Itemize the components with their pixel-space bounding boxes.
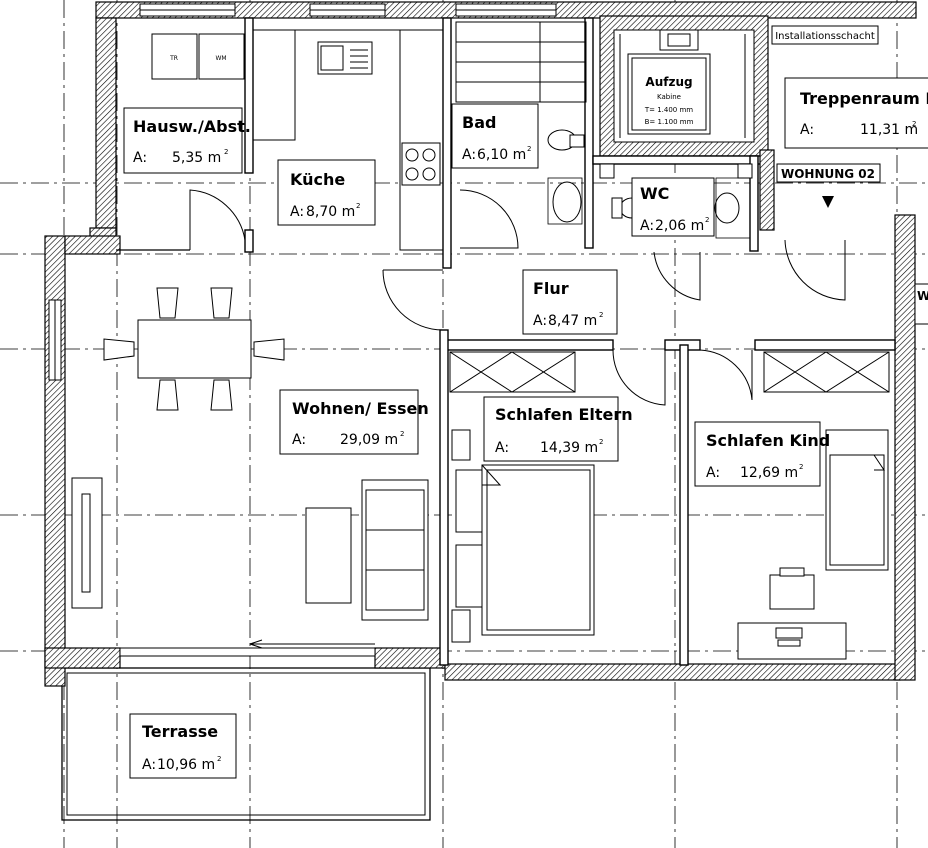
hausw-name: Hausw./Abst. <box>133 117 251 136</box>
room-terrasse: Terrasse A: 10,96 m 2 <box>129 713 237 779</box>
dining-set <box>103 287 285 411</box>
room-wohnen: Wohnen/ Essen A: 29,09 m 2 <box>279 389 429 455</box>
wohnen-area: 29,09 m <box>340 432 398 448</box>
wohnen-prefix: A: <box>292 432 306 448</box>
bad-name: Bad <box>462 113 496 132</box>
interior-walls <box>116 17 896 666</box>
flur-prefix: A: <box>533 313 547 329</box>
treppen-sup: 2 <box>912 120 916 128</box>
wardrobe-eltern <box>449 351 576 393</box>
sofa-set <box>305 479 429 621</box>
treppen-prefix: A: <box>800 122 814 138</box>
bed-kind <box>825 429 889 571</box>
terrasse-prefix: A: <box>142 757 156 773</box>
treppen-name: Treppenraum EG <box>800 89 928 108</box>
flur-sup: 2 <box>599 311 603 319</box>
kabine-label: Kabine <box>657 93 681 101</box>
room-kueche: Küche A: 8,70 m 2 <box>277 159 376 226</box>
stair-room: Treppenraum EG A: 11,31 m 2 W <box>784 77 928 325</box>
installation-shaft: Installationsschacht <box>771 25 879 45</box>
kueche-area: 8,70 m <box>306 204 355 220</box>
eltern-area: 14,39 m <box>540 440 598 456</box>
hausw-prefix: A: <box>133 150 147 166</box>
kind-sup: 2 <box>799 463 803 471</box>
aufzug-label: Aufzug <box>645 75 692 89</box>
hausw-area: 5,35 m <box>172 150 221 166</box>
terrasse-name: Terrasse <box>142 722 218 741</box>
tr-label: TR <box>169 55 178 62</box>
eltern-prefix: A: <box>495 440 509 456</box>
wohnung-label-group: WOHNUNG 02 <box>776 163 881 208</box>
wc-sup: 2 <box>705 216 709 224</box>
bath-fixtures <box>455 21 587 225</box>
kueche-name: Küche <box>290 170 345 189</box>
wc-prefix: A: <box>640 218 654 234</box>
living-windows <box>48 299 376 657</box>
eltern-name: Schlafen Eltern <box>495 405 633 424</box>
wohnung-label: WOHNUNG 02 <box>781 167 875 181</box>
kind-prefix: A: <box>706 465 720 481</box>
kabine-depth: T= 1.400 mm <box>644 106 693 114</box>
wohnen-sup: 2 <box>400 430 404 438</box>
kueche-sup: 2 <box>356 202 360 210</box>
hausw-sup: 2 <box>224 148 228 156</box>
bad-sup: 2 <box>527 145 531 153</box>
treppen-area: 11,31 m <box>860 122 918 138</box>
wc-name: WC <box>640 184 669 203</box>
room-bad: Bad A: 6,10 m 2 <box>451 103 539 169</box>
kueche-prefix: A: <box>290 204 304 220</box>
wc-area: 2,06 m <box>655 218 704 234</box>
bad-area: 6,10 m <box>477 147 526 163</box>
room-kind: Schlafen Kind A: 12,69 m 2 <box>694 421 830 487</box>
flur-name: Flur <box>533 279 569 298</box>
kind-area: 12,69 m <box>740 465 798 481</box>
wardrobe-kind <box>763 351 890 393</box>
kitchen-counter <box>253 29 443 251</box>
wohnen-name: Wohnen/ Essen <box>292 399 429 418</box>
flur-area: 8,47 m <box>548 313 597 329</box>
kind-name: Schlafen Kind <box>706 431 830 450</box>
room-hausw: Hausw./Abst. A: 5,35 m 2 <box>123 107 251 174</box>
bed-eltern <box>451 429 595 643</box>
desk-kind <box>737 567 847 660</box>
washer-dryer: TR WM <box>151 33 245 80</box>
room-eltern: Schlafen Eltern A: 14,39 m 2 <box>483 396 633 462</box>
wm-label: WM <box>215 55 226 62</box>
elevator: Aufzug Kabine T= 1.400 mm B= 1.100 mm <box>619 29 746 138</box>
bad-prefix: A: <box>462 147 476 163</box>
eltern-sup: 2 <box>599 438 603 446</box>
tv-board <box>71 477 103 609</box>
terrasse-area: 10,96 m <box>157 757 215 773</box>
terrace <box>61 667 431 821</box>
top-windows <box>139 3 557 17</box>
room-wc: WC A: 2,06 m 2 <box>631 177 715 237</box>
door-swings <box>189 189 846 406</box>
terrasse-sup: 2 <box>217 755 221 763</box>
installation-label: Installationsschacht <box>775 31 875 42</box>
kabine-width: B= 1.100 mm <box>645 118 694 126</box>
room-flur: Flur A: 8,47 m 2 <box>522 269 618 335</box>
entrance-arrow-icon <box>822 196 834 208</box>
w-cut-label: W <box>917 289 928 303</box>
